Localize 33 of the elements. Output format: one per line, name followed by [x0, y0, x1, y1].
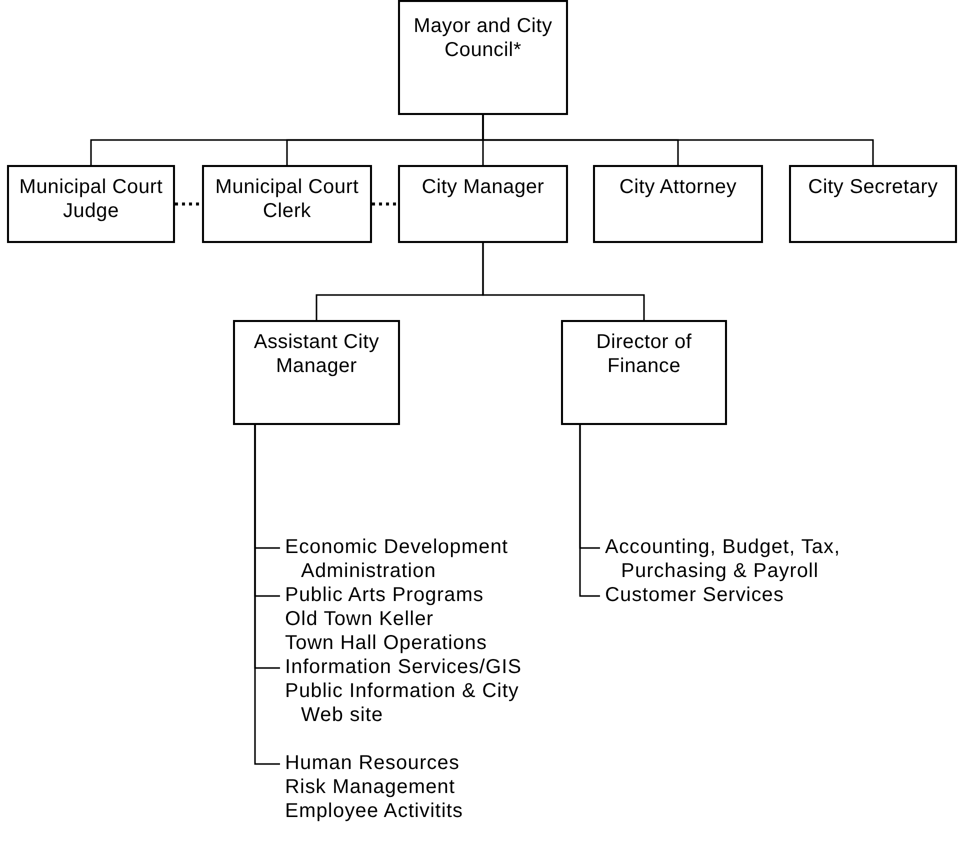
org-box: [202, 165, 372, 243]
org-box: [561, 320, 727, 425]
connector-line: [482, 243, 645, 320]
position-title: City Manager: [422, 175, 544, 199]
position-title: Municipal Court Judge: [18, 175, 164, 223]
department-label: Information Services/GIS: [285, 655, 522, 679]
position-title: City Attorney: [619, 175, 737, 199]
department-label: Economic Development Administration: [285, 535, 510, 583]
position-title: City Secretary: [808, 175, 938, 199]
org-box: [7, 165, 175, 243]
department-label: Customer Services: [605, 583, 784, 607]
department-label: Risk Management: [285, 775, 456, 799]
department-label: Public Arts Programs: [285, 583, 484, 607]
dotted-connector: [175, 202, 202, 206]
department-label: Human Resources: [285, 751, 460, 775]
department-label: Employee Activitits: [285, 799, 464, 823]
connector-line: [579, 425, 600, 597]
dotted-connector: [372, 202, 398, 206]
department-label: Public Information & City Web site: [285, 679, 520, 727]
department-label: Town Hall Operations: [285, 631, 488, 655]
connector-line: [482, 115, 874, 165]
department-label: Old Town Keller: [285, 607, 434, 631]
position-title: Director of Finance: [595, 330, 693, 378]
org-box: [398, 165, 568, 243]
org-box: [398, 0, 568, 115]
position-title: Municipal Court Clerk: [214, 175, 360, 223]
connector-line: [254, 425, 280, 765]
org-box: [233, 320, 400, 425]
org-box: [593, 165, 763, 243]
org-box: [789, 165, 957, 243]
position-title: Mayor and City Council*: [412, 14, 554, 62]
department-label: Accounting, Budget, Tax, Purchasing & Payroll: [605, 535, 842, 583]
position-title: Assistant City Manager: [252, 330, 380, 378]
